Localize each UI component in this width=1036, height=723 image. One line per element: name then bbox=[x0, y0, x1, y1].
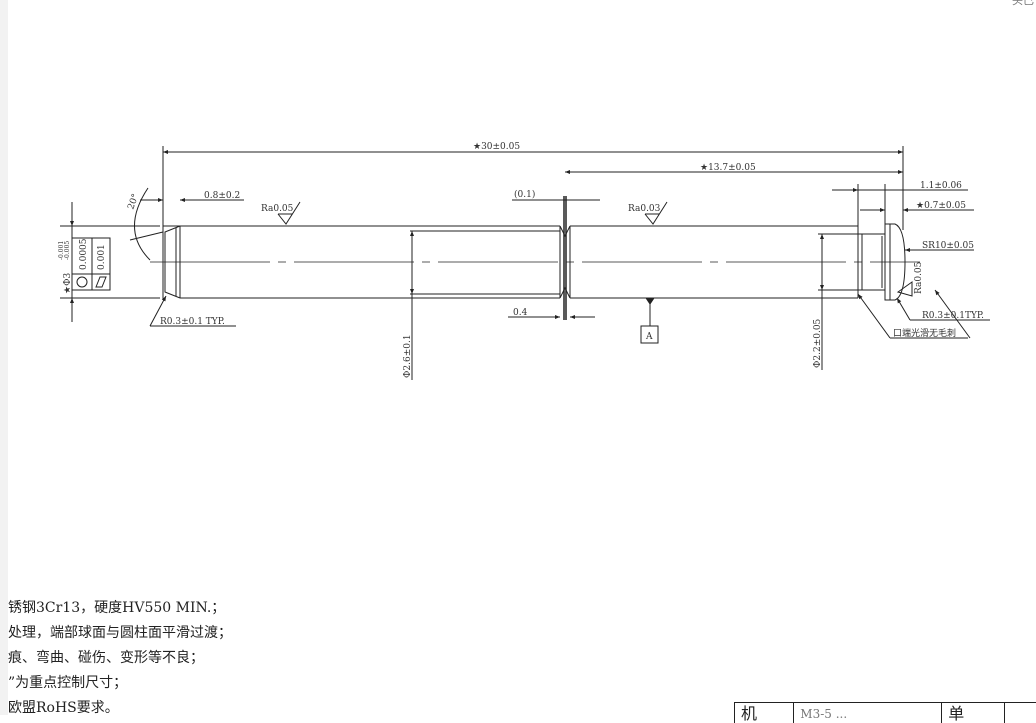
left-margin-strip bbox=[0, 0, 8, 715]
weight-label: 单重 bbox=[942, 703, 1006, 723]
datum-label: A bbox=[645, 332, 653, 342]
model-label: 机种 bbox=[735, 703, 795, 723]
roughness-end: Ra0.05 bbox=[914, 261, 924, 294]
dim-main-tol-upper: -0.001 bbox=[58, 241, 65, 260]
dim-neck-diameter: Φ2.2±0.05 bbox=[813, 318, 823, 368]
dim-chamfer-length: 0.8±0.2 bbox=[204, 191, 240, 201]
dim-body-diameter: Φ2.6±0.1 bbox=[403, 334, 413, 378]
gdt-roundness-value: 0.0005 bbox=[79, 238, 89, 270]
shaft-body bbox=[163, 196, 906, 320]
note-rohs: 欧盟RoHS要求。 bbox=[8, 700, 119, 716]
dim-groove-ref: (0.1) bbox=[514, 189, 535, 200]
note-defects: 痕、弯曲、碰伤、变形等不良； bbox=[8, 650, 204, 666]
dim-main-tol-lower: -0.005 bbox=[64, 241, 71, 260]
dim-groove-pos: 0.4 bbox=[513, 308, 528, 318]
dim-left-fillet: R0.3±0.1 TYP. bbox=[160, 317, 225, 327]
note-key-dims: ”为重点控制尺寸； bbox=[8, 675, 128, 691]
dim-head-thickness: ★0.7±0.05 bbox=[916, 201, 966, 211]
technical-notes: 锈钢3Cr13，硬度HV550 MIN.； 处理，端部球面与圆柱面平滑过渡； 痕… bbox=[8, 596, 232, 721]
dim-end-fillet: R0.3±0.1TYP. bbox=[922, 311, 984, 321]
dim-right-length: ★13.7±0.05 bbox=[700, 163, 756, 173]
gdt-cylindricity-value: 0.001 bbox=[97, 244, 107, 270]
note-material: 锈钢3Cr13，硬度HV550 MIN.； bbox=[8, 600, 226, 616]
end-note: 口端光滑无毛刺 bbox=[893, 327, 956, 339]
roughness-left: Ra0.05 bbox=[261, 204, 294, 214]
dim-main-diameter: ★Φ3 bbox=[63, 273, 73, 294]
title-block: 机种 M3-5 ... 单重 bbox=[734, 702, 1036, 723]
corner-label: 头已 bbox=[1012, 0, 1034, 7]
dim-sphere-radius: SR10±0.05 bbox=[922, 241, 974, 251]
dim-chamfer-angle: 20° bbox=[126, 193, 141, 211]
dim-overall-length: ★30±0.05 bbox=[473, 142, 520, 152]
weight-value bbox=[1005, 703, 1036, 723]
note-treatment: 处理，端部球面与圆柱面平滑过渡； bbox=[8, 625, 232, 641]
roughness-right: Ra0.03 bbox=[628, 204, 661, 214]
dim-head-length: 1.1±0.06 bbox=[920, 181, 962, 191]
model-value: M3-5 ... bbox=[794, 703, 943, 723]
